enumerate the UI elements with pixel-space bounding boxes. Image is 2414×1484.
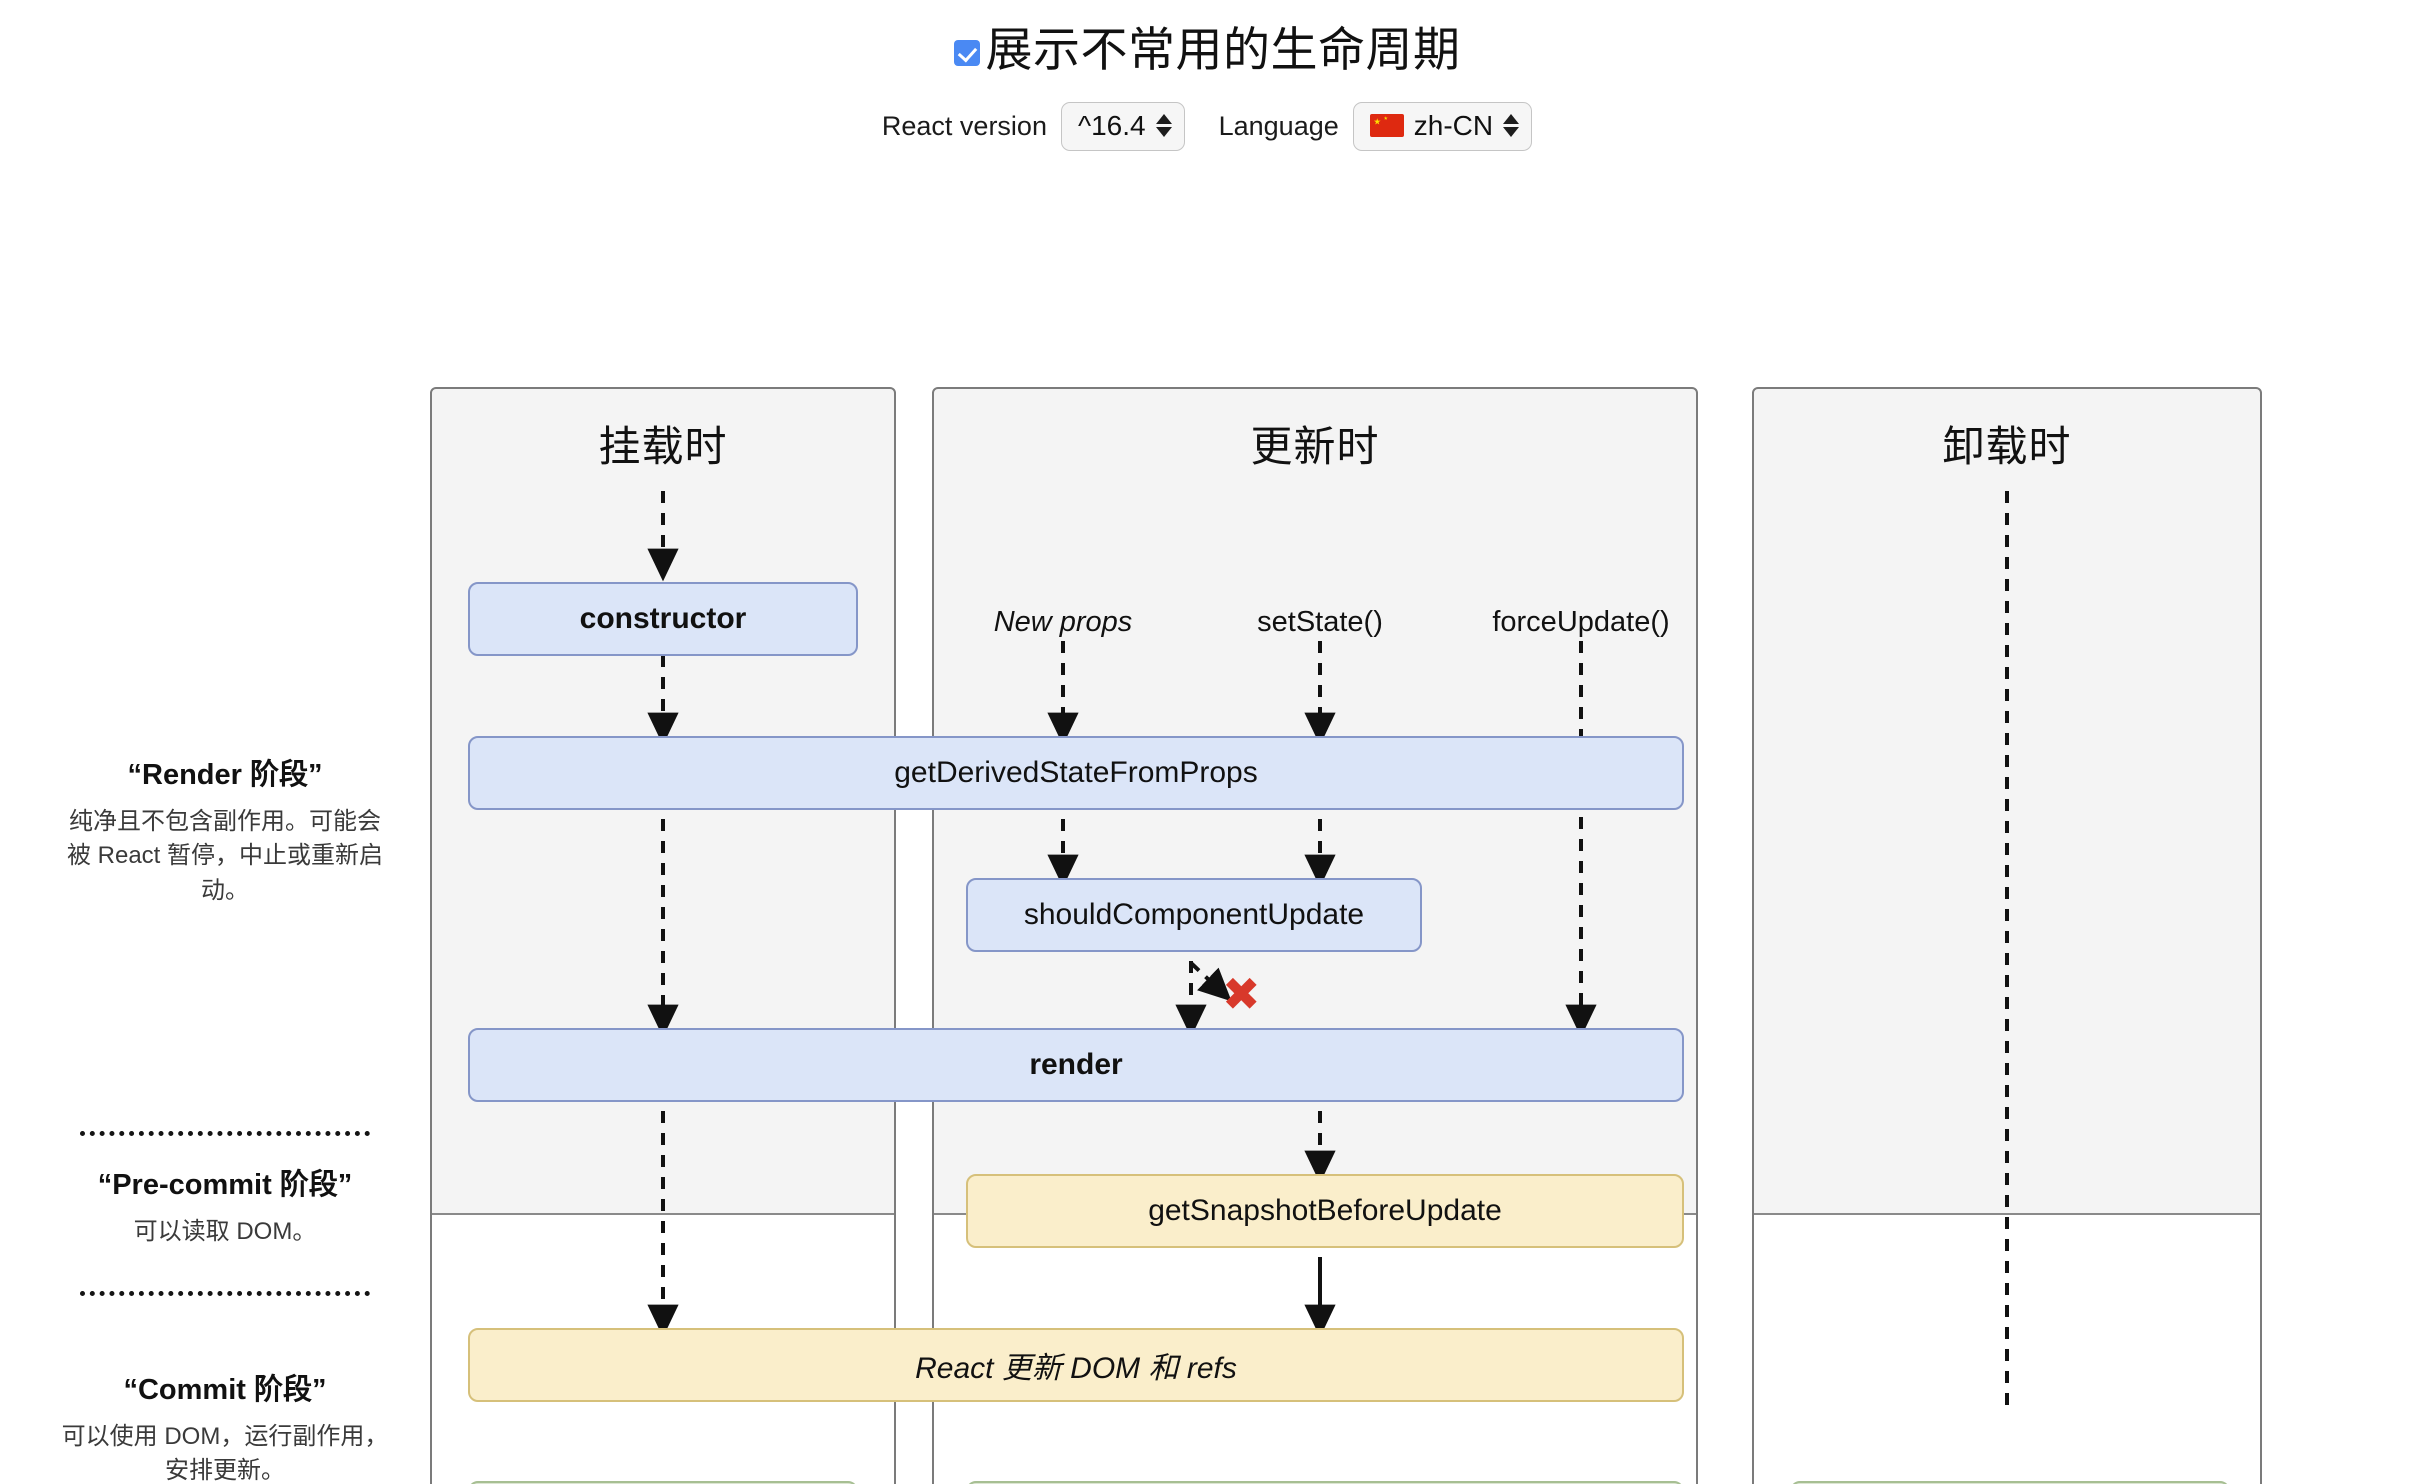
phase-pre-commit-title: “Pre-commit 阶段” [97, 1168, 353, 1201]
arrow-layer [647, 490, 2009, 1411]
react-version-control: React version ^16.4 [881, 101, 1185, 151]
phase-render-desc: 纯净且不包含副作用。可能会被 React 暂停，中止或重新启动。 [66, 807, 384, 905]
react-version-select[interactable]: ^16.4 [1060, 101, 1185, 151]
node-get-derived-state-from-props[interactable]: getDerivedStateFromProps [468, 735, 1684, 810]
node-should-component-update[interactable]: shouldComponentUpdate [966, 877, 1422, 952]
language-label: Language [1218, 110, 1339, 141]
phase-pre-commit-desc: 可以读取 DOM。 [133, 1217, 317, 1245]
phase-render-title: “Render 阶段” [127, 758, 323, 791]
language-value: zh-CN [1413, 109, 1494, 141]
controls-row: React version ^16.4 Language zh-CN [0, 101, 2414, 151]
page-header: 展示不常用的生命周期 React version ^16.4 Language … [0, 0, 2414, 151]
phase-divider-bottom [80, 1290, 370, 1296]
title-row: 展示不常用的生命周期 [0, 24, 2414, 76]
chevron-updown-icon[interactable] [1155, 114, 1172, 138]
column-title-mount: 挂载时 [598, 422, 728, 470]
phase-render: “Render 阶段” 纯净且不包含副作用。可能会被 React 暂停，中止或重… [60, 751, 390, 909]
page-title: 展示不常用的生命周期 [985, 23, 1461, 76]
react-version-label: React version [881, 110, 1047, 141]
phase-commit: “Commit 阶段” 可以使用 DOM，运行副作用，安排更新。 [60, 1366, 390, 1484]
phase-pre-commit: “Pre-commit 阶段” 可以读取 DOM。 [60, 1161, 390, 1250]
lifecycle-diagram: 挂载时 更新时 卸载时 [0, 151, 2414, 1484]
node-react-updates-dom-and-refs[interactable]: React 更新 DOM 和 refs [468, 1327, 1684, 1402]
node-get-snapshot-before-update[interactable]: getSnapshotBeforeUpdate [966, 1173, 1684, 1248]
cn-flag-icon [1369, 114, 1404, 138]
show-less-common-lifecycles-checkbox[interactable] [953, 39, 980, 66]
trigger-label-force-update: forceUpdate() [1492, 605, 1670, 638]
node-constructor[interactable]: constructor [468, 581, 858, 656]
abort-x-icon: ✖ [1222, 967, 1261, 1020]
column-panel-unmount: 卸载时 [1752, 386, 2262, 1484]
node-render[interactable]: render [468, 1027, 1684, 1102]
chevron-updown-icon[interactable] [1503, 114, 1520, 138]
language-select[interactable]: zh-CN [1352, 101, 1533, 151]
commit-zone-unmount [1754, 1212, 2260, 1484]
trigger-label-set-state: setState() [1257, 605, 1383, 638]
language-control: Language zh-CN [1218, 101, 1533, 151]
column-title-update: 更新时 [1250, 422, 1380, 470]
phase-commit-desc: 可以使用 DOM，运行副作用，安排更新。 [61, 1422, 389, 1484]
phase-commit-title: “Commit 阶段” [123, 1373, 327, 1406]
react-version-value: ^16.4 [1077, 109, 1146, 141]
phase-divider-top [80, 1130, 370, 1136]
column-title-unmount: 卸载时 [1942, 422, 2072, 470]
trigger-label-new-props: New props [993, 605, 1133, 638]
